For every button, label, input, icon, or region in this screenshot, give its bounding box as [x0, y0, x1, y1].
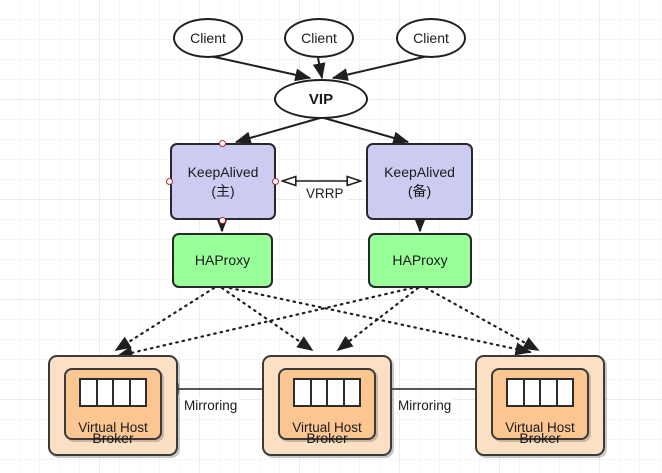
- keepalived-backup-label: KeepAlived: [384, 164, 455, 181]
- broker-label: Broker: [92, 430, 134, 446]
- keepalived-backup-node[interactable]: KeepAlived (备): [366, 143, 473, 220]
- queue-icon: [79, 378, 147, 407]
- virtual-host-label: Virtual Host: [78, 420, 148, 435]
- keepalived-master-label: KeepAlived: [187, 164, 259, 181]
- mirroring-label-right: Mirroring: [395, 398, 455, 413]
- connection-point-top[interactable]: [219, 140, 226, 147]
- keepalived-master-role: (主): [211, 182, 235, 199]
- broker-node-3[interactable]: Virtual Host Broker: [475, 355, 605, 456]
- mirroring-label-left: Mirroring: [181, 398, 241, 413]
- keepalived-backup-role: (备): [407, 182, 432, 199]
- client-node-2[interactable]: Client: [284, 18, 354, 58]
- client-label: Client: [413, 30, 449, 46]
- virtual-host-1[interactable]: Virtual Host: [64, 368, 162, 440]
- haproxy-label: HAProxy: [194, 252, 251, 269]
- edge-keepalived-to-haproxy: [214, 213, 428, 233]
- vrrp-label: VRRP: [303, 186, 347, 201]
- virtual-host-2[interactable]: Virtual Host: [278, 368, 376, 440]
- broker-node-2[interactable]: Virtual Host Broker: [262, 355, 392, 456]
- client-label: Client: [190, 30, 226, 46]
- broker-node-1[interactable]: Virtual Host Broker: [48, 355, 178, 456]
- connection-point-left[interactable]: [166, 178, 173, 185]
- haproxy-label: HAProxy: [392, 252, 448, 269]
- virtual-host-3[interactable]: Virtual Host: [491, 368, 589, 440]
- haproxy-node-right[interactable]: HAProxy: [368, 233, 472, 288]
- virtual-host-label: Virtual Host: [292, 420, 362, 435]
- edge-vip-to-keepalived: [234, 117, 410, 145]
- keepalived-master-node[interactable]: KeepAlived (主): [170, 143, 276, 220]
- queue-icon: [506, 378, 574, 407]
- queue-icon: [293, 378, 361, 407]
- vip-node[interactable]: VIP: [274, 79, 368, 119]
- client-label: Client: [301, 30, 337, 46]
- broker-label: Broker: [519, 430, 561, 446]
- connection-point-right[interactable]: [272, 178, 279, 185]
- vip-label: VIP: [308, 90, 334, 108]
- edge-haproxy-left-to-brokers: [114, 286, 532, 356]
- broker-label: Broker: [306, 430, 348, 446]
- client-node-3[interactable]: Client: [396, 18, 466, 58]
- edge-haproxy-right-to-brokers: [116, 286, 540, 360]
- client-node-1[interactable]: Client: [173, 18, 243, 58]
- edge-client-to-vip: [209, 55, 429, 82]
- virtual-host-label: Virtual Host: [505, 420, 575, 435]
- connection-point-bottom[interactable]: [219, 217, 226, 224]
- haproxy-node-left[interactable]: HAProxy: [172, 233, 273, 288]
